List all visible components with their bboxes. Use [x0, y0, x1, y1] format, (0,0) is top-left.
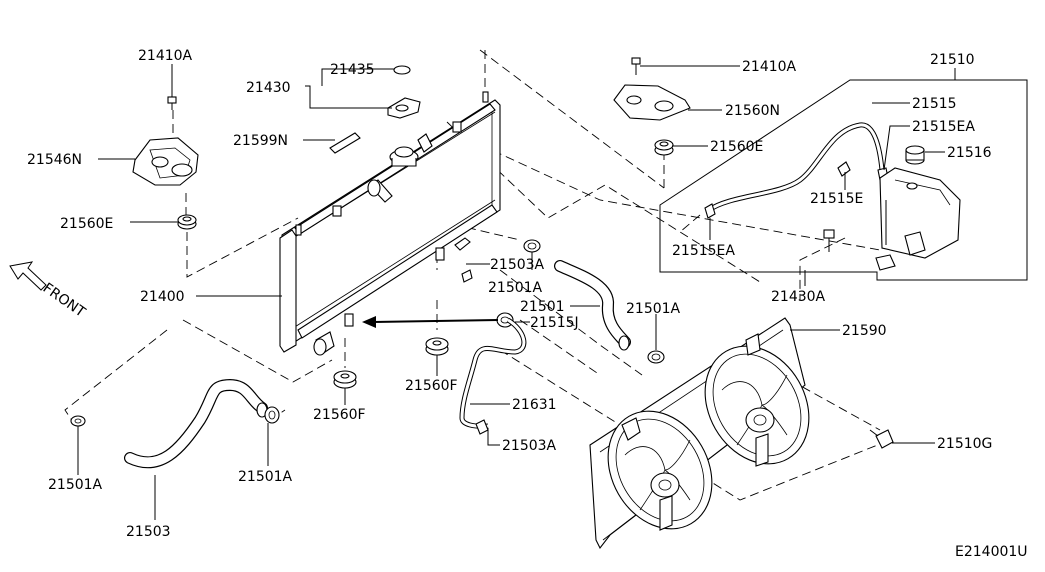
label-21410a-left: 21410A	[138, 48, 193, 64]
label-21599n: 21599N	[233, 133, 288, 149]
label-21515: 21515	[912, 96, 957, 112]
label-21515j: 21515J	[530, 315, 579, 331]
bolt-21410a-right	[631, 57, 641, 75]
label-21599n	[329, 132, 361, 154]
lower-outlet-pipe	[313, 331, 335, 356]
label-21501a-lowmid: 21501A	[238, 469, 293, 485]
fan-shroud-21590	[589, 317, 810, 550]
filler-neck	[389, 146, 419, 167]
clamp-21501a-right	[647, 350, 665, 364]
clamp-21501a-mid	[523, 239, 541, 253]
radiator-cap-21430	[387, 97, 421, 119]
leader-lines	[77, 64, 956, 520]
label-21503: 21503	[126, 524, 171, 540]
label-21515ea-bottom: 21515EA	[672, 243, 735, 259]
fan-right	[704, 333, 810, 467]
left-mount-bracket-group	[132, 96, 199, 230]
diagram-code: E214001U	[955, 544, 1028, 560]
bracket-21560n	[613, 84, 691, 121]
tank-cap-21516	[905, 145, 925, 165]
label-21503a-bottom: 21503A	[502, 438, 557, 454]
label-21560e-right: 21560E	[710, 139, 763, 155]
grommet-21560f-center	[425, 337, 449, 356]
label-21430: 21430	[246, 80, 291, 96]
label-21510: 21510	[930, 52, 975, 68]
seal-21435	[393, 65, 411, 75]
label-21435: 21435	[330, 62, 375, 78]
reservoir-kit-outline	[659, 79, 1028, 281]
bracket-21546n	[132, 137, 199, 186]
part-labels: 21410A 21546N 21560E 21435 21430 21599N …	[27, 48, 1028, 560]
bolt-21510g	[869, 429, 894, 449]
label-21515e: 21515E	[810, 191, 863, 207]
bypass-tube-21631	[459, 317, 527, 435]
lower-hose-21503	[124, 379, 268, 469]
grommet-21560e-right	[654, 139, 674, 156]
label-21503a-top: 21503A	[490, 257, 545, 273]
reservoir-tank-21510	[704, 122, 961, 271]
label-21501: 21501	[520, 299, 565, 315]
label-21560f-center: 21560F	[405, 378, 458, 394]
label-21560e-left: 21560E	[60, 216, 113, 232]
upper-outlet-pipe	[367, 179, 393, 203]
bolt-21430a	[823, 229, 835, 252]
bolt-21410a-left	[167, 96, 177, 110]
label-21510g: 21510G	[937, 436, 992, 452]
front-direction-arrow	[9, 261, 47, 291]
label-21560f-left: 21560F	[313, 407, 366, 423]
label-21631: 21631	[512, 397, 557, 413]
label-21560n: 21560N	[725, 103, 780, 119]
label-21516: 21516	[947, 145, 992, 161]
clamp-21501a-lowmid	[264, 406, 280, 424]
right-mount-bracket-group	[613, 57, 691, 156]
grommet-21560e-left	[177, 214, 197, 230]
indicator-arrow	[362, 316, 499, 328]
front-direction-label: FRONT	[40, 280, 89, 321]
label-21430a: 21430A	[771, 289, 826, 305]
label-21400: 21400	[140, 289, 185, 305]
label-21546n: 21546N	[27, 152, 82, 168]
label-21410a-right: 21410A	[742, 59, 797, 75]
label-21515ea-top: 21515EA	[912, 119, 975, 135]
label-21501a-right: 21501A	[626, 301, 681, 317]
label-21501a-lowleft: 21501A	[48, 477, 103, 493]
radiator-21400	[279, 91, 501, 356]
clamp-21501a-lowleft	[70, 415, 86, 427]
label-21590: 21590	[842, 323, 887, 339]
fan-left	[607, 410, 713, 531]
upper-hose-21501	[554, 260, 631, 351]
grommet-21560f-left	[333, 370, 357, 389]
clip-21503a-top	[461, 269, 473, 283]
label-21501a-mid: 21501A	[488, 280, 543, 296]
